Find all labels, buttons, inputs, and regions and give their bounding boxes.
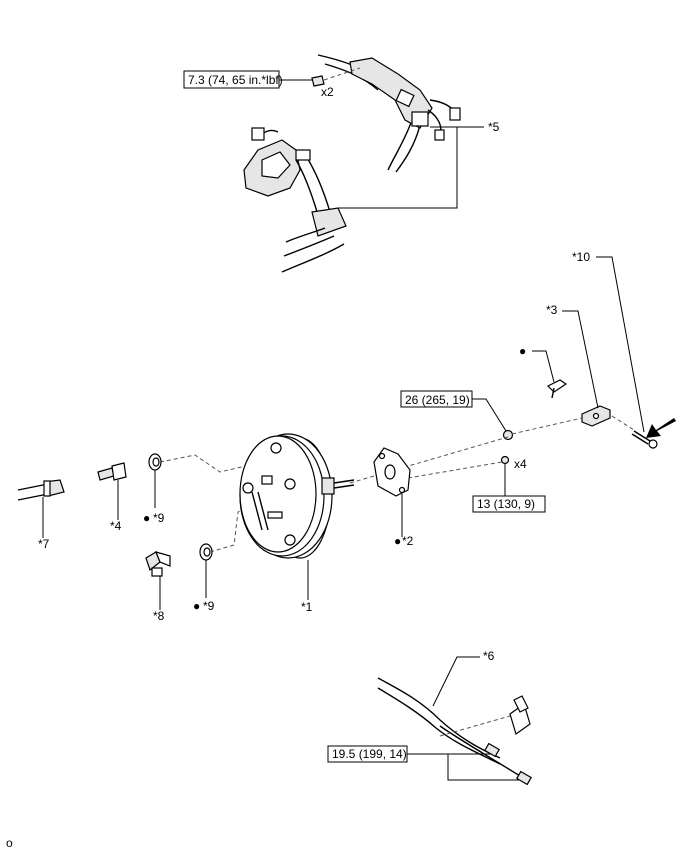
- qty-booster-nut: x4: [514, 457, 527, 471]
- figure-id: o: [6, 836, 13, 850]
- non-reusable-marker-gasket: ●: [394, 534, 401, 548]
- callout-2: *2: [402, 534, 414, 548]
- grommet-lower: [199, 543, 213, 561]
- gasket: [373, 447, 411, 497]
- harness-assembly: [243, 54, 461, 273]
- brake-booster: [239, 433, 355, 559]
- callout-6: *6: [483, 649, 495, 663]
- torque-label-pipe-nut: 19.5 (199, 14): [332, 747, 407, 761]
- callout-1: *1: [301, 600, 313, 614]
- clevis-pin: [631, 430, 658, 449]
- non-reusable-marker-grommet-lower: ●: [193, 599, 200, 613]
- qty-mount-bolt: x2: [321, 85, 334, 99]
- booster-nut: [500, 455, 510, 465]
- clip: [546, 379, 568, 399]
- callout-9-upper: *9: [153, 511, 165, 525]
- callout-10: *10: [572, 250, 590, 264]
- mount-bolt: [311, 67, 361, 87]
- elbow-fitting: [145, 551, 171, 577]
- direction-arrow-icon: [646, 418, 676, 438]
- grommet-upper: [148, 453, 162, 471]
- vacuum-hose: [17, 479, 65, 501]
- clevis: [581, 405, 611, 427]
- callout-9-lower: *9: [203, 599, 215, 613]
- callout-4: *4: [110, 519, 122, 533]
- torque-label-main-nut: 26 (265, 19): [405, 393, 470, 407]
- torque-label-booster-nut: 13 (130, 9): [477, 497, 535, 511]
- callout-8: *8: [153, 609, 165, 623]
- callout-3: *3: [546, 303, 558, 317]
- brake-lines: [377, 677, 533, 786]
- check-valve-fitting: [97, 462, 127, 481]
- non-reusable-marker-clip: ●: [519, 344, 526, 358]
- torque-box-booster-nut: [472, 495, 546, 513]
- torque-label-mount-bolt: 7.3 (74, 65 in.*lbf): [188, 73, 283, 87]
- callout-5: *5: [488, 120, 500, 134]
- non-reusable-marker-grommet-upper: ●: [143, 511, 150, 525]
- callout-7: *7: [38, 537, 50, 551]
